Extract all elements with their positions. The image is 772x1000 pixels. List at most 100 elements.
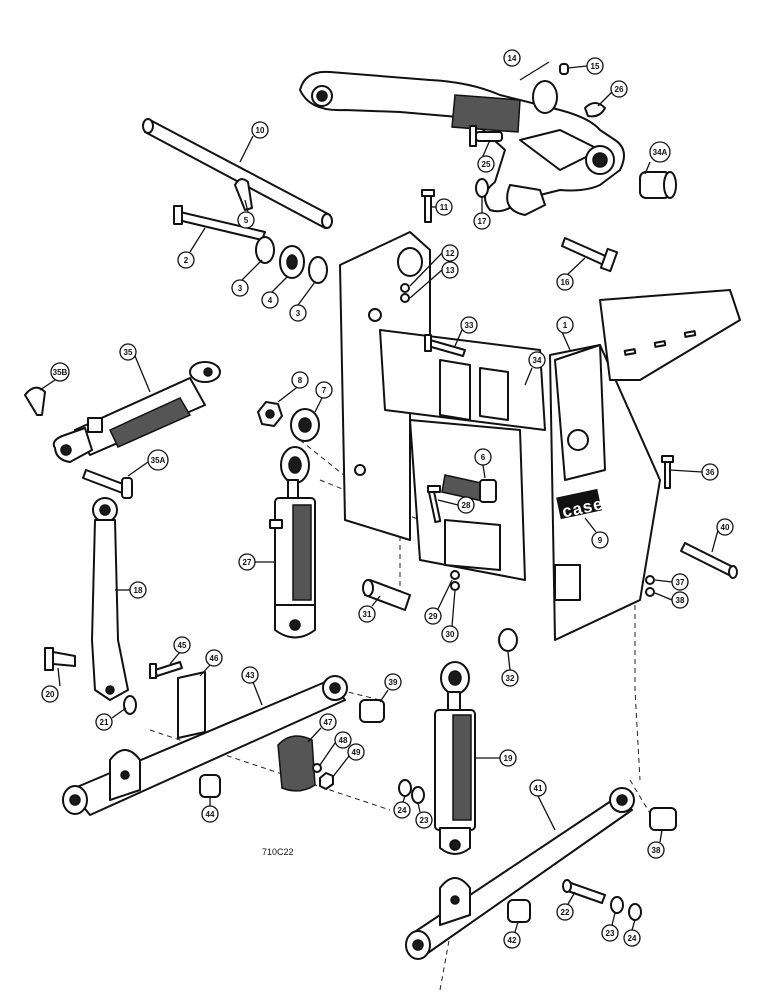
- callout-26: 26: [610, 80, 628, 98]
- bolt-36: [661, 455, 674, 489]
- pin-35a: [82, 469, 133, 499]
- svg-text:15: 15: [591, 62, 600, 71]
- bushing-32: [498, 628, 518, 652]
- callout-42: 42: [503, 931, 521, 949]
- shaft-10: [142, 118, 333, 229]
- callout-35: 35: [119, 343, 137, 361]
- svg-text:5: 5: [244, 216, 249, 225]
- ring-21: [123, 695, 137, 715]
- svg-text:41: 41: [534, 784, 543, 793]
- ring-24b: [628, 903, 642, 921]
- callout-23b: 23: [601, 924, 619, 942]
- callout-43: 43: [241, 666, 259, 684]
- callout-40: 40: [716, 518, 734, 536]
- svg-text:26: 26: [615, 85, 624, 94]
- svg-text:38: 38: [676, 596, 685, 605]
- pin-31: [362, 579, 411, 611]
- svg-text:23: 23: [420, 816, 429, 825]
- hydraulic-cylinder-27: [269, 446, 316, 639]
- bolt-45: [149, 661, 183, 679]
- svg-text:22: 22: [561, 908, 570, 917]
- callout-28: 28: [457, 496, 475, 514]
- callout-11: 11: [435, 198, 453, 216]
- bushing-42: [507, 899, 531, 923]
- nut-30: [450, 581, 460, 591]
- callout-34: 34: [528, 351, 546, 369]
- svg-text:33: 33: [465, 321, 474, 330]
- svg-text:49: 49: [352, 748, 361, 757]
- svg-text:10: 10: [256, 126, 265, 135]
- svg-text:43: 43: [246, 671, 255, 680]
- svg-text:17: 17: [478, 217, 487, 226]
- nut-8: [257, 401, 283, 427]
- bushing-7: [290, 408, 320, 442]
- svg-text:31: 31: [363, 610, 372, 619]
- callout-39: 39: [384, 673, 402, 691]
- callout-24b: 24: [623, 929, 641, 947]
- svg-text:3: 3: [296, 309, 301, 318]
- bolt-6: [441, 474, 497, 503]
- bushing-44: [199, 774, 221, 798]
- callout-4: 4: [261, 291, 279, 309]
- svg-text:7: 7: [322, 386, 327, 395]
- bushing-38: [649, 807, 677, 831]
- callout-35b: 35B: [50, 362, 70, 382]
- svg-text:6: 6: [481, 453, 486, 462]
- svg-text:35B: 35B: [53, 368, 68, 377]
- callout-49: 49: [347, 743, 365, 761]
- ring-24a: [398, 779, 412, 797]
- pin-20: [44, 647, 76, 671]
- svg-text:34A: 34A: [653, 148, 668, 157]
- part-callouts: 14 15 26 34A 10 25 11 17 5 2 3 4 3 16 12…: [39, 49, 734, 949]
- callout-22: 22: [556, 903, 574, 921]
- nut-48: [312, 763, 322, 773]
- ring-23a: [411, 786, 425, 804]
- nut-38: [645, 587, 655, 597]
- bolt-33: [424, 334, 466, 357]
- svg-text:18: 18: [134, 586, 143, 595]
- svg-text:23: 23: [606, 929, 615, 938]
- callout-1: 1: [556, 316, 574, 334]
- svg-text:21: 21: [100, 718, 109, 727]
- clip-26: [584, 102, 606, 118]
- callout-6: 6: [474, 448, 492, 466]
- svg-text:16: 16: [561, 278, 570, 287]
- svg-text:13: 13: [446, 266, 455, 275]
- svg-text:8: 8: [298, 376, 303, 385]
- svg-text:28: 28: [462, 501, 471, 510]
- lower-lift-arm-43: [62, 675, 348, 816]
- nut-49: [319, 772, 334, 790]
- svg-text:35: 35: [124, 348, 133, 357]
- callout-16: 16: [556, 273, 574, 291]
- svg-text:14: 14: [508, 54, 517, 63]
- svg-text:39: 39: [389, 678, 398, 687]
- callout-15: 15: [586, 57, 604, 75]
- callout-41: 41: [529, 779, 547, 797]
- ring-23b: [610, 896, 624, 914]
- svg-text:9: 9: [598, 536, 603, 545]
- svg-text:48: 48: [339, 736, 348, 745]
- pin-16: [561, 237, 619, 273]
- svg-text:24: 24: [628, 934, 637, 943]
- nut-12: [400, 283, 410, 293]
- svg-text:36: 36: [706, 468, 715, 477]
- svg-text:2: 2: [184, 256, 189, 265]
- callout-12: 12: [441, 244, 459, 262]
- nut-29: [450, 570, 460, 580]
- bushing-34a: [639, 171, 677, 199]
- callout-3a: 3: [231, 279, 249, 297]
- callout-30: 30: [441, 625, 459, 643]
- callout-23a: 23: [415, 811, 433, 829]
- drawing-code: 710C22: [262, 847, 294, 857]
- callout-34a: 34A: [649, 141, 671, 163]
- callout-24a: 24: [393, 801, 411, 819]
- svg-text:19: 19: [504, 754, 513, 763]
- callout-5: 5: [237, 211, 255, 229]
- callout-13: 13: [441, 261, 459, 279]
- callout-21: 21: [95, 713, 113, 731]
- svg-text:38: 38: [652, 846, 661, 855]
- svg-text:44: 44: [206, 810, 215, 819]
- callout-2: 2: [177, 251, 195, 269]
- svg-text:29: 29: [429, 612, 438, 621]
- callout-20: 20: [41, 685, 59, 703]
